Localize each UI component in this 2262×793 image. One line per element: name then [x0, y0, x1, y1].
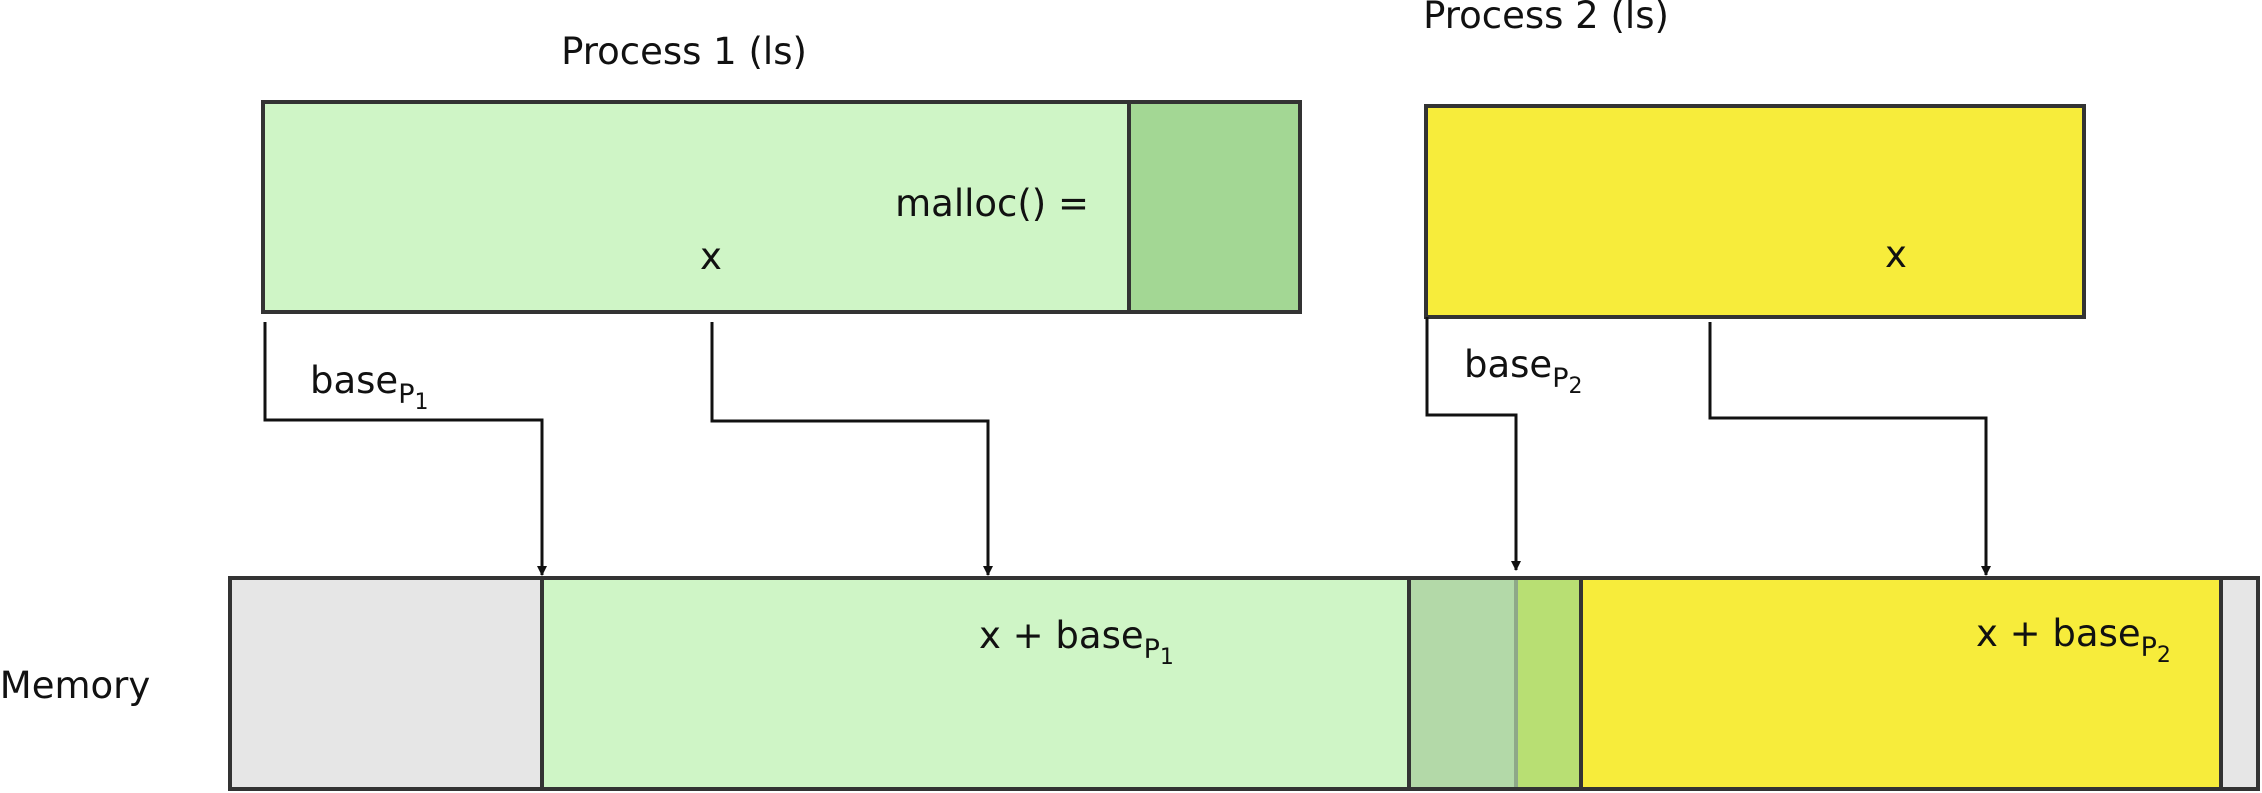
process1-x-arrow [710, 322, 993, 576]
process1-base-label: baseP1 [310, 359, 429, 415]
memory-shared-bright-region [1514, 576, 1583, 791]
memory-p1-address-sub-num: 1 [1160, 645, 1174, 670]
process1-base-arrow [263, 322, 547, 576]
memory-shared-pale-region [1407, 576, 1518, 791]
process2-base-text: base [1464, 343, 1552, 386]
memory-process2-region [1579, 576, 2223, 791]
process2-base-arrow [1425, 317, 1521, 571]
process1-var-x: x [700, 235, 722, 278]
process2-title: Process 2 (ls) [1423, 0, 1669, 37]
process2-space [1424, 104, 2086, 319]
memory-p1-address-sub: P [1144, 634, 1160, 665]
process1-base-sub: P [398, 379, 414, 410]
memory-p2-address-label: x + baseP2 [1976, 612, 2171, 668]
process2-x-arrow [1708, 322, 1991, 576]
process1-base-text: base [310, 359, 398, 402]
memory-p2-address-prefix: x + base [1976, 612, 2141, 655]
memory-free-right [2219, 576, 2260, 791]
process1-title: Process 1 (ls) [561, 30, 807, 73]
memory-free-left [228, 576, 544, 791]
process2-base-sub: P [1552, 363, 1568, 394]
memory-p1-address-prefix: x + base [979, 614, 1144, 657]
process1-heap-block [1127, 100, 1302, 314]
process1-malloc-label: malloc() = [895, 182, 1089, 225]
process2-base-sub-num: 2 [1569, 374, 1583, 399]
process1-base-sub-num: 1 [415, 390, 429, 415]
memory-p2-address-sub: P [2141, 632, 2157, 663]
memory-p2-address-sub-num: 2 [2157, 643, 2171, 668]
memory-p1-address-label: x + baseP1 [979, 614, 1174, 670]
process2-base-label: baseP2 [1464, 343, 1583, 399]
memory-process1-region [540, 576, 1411, 791]
process1-space [261, 100, 1131, 314]
process2-var-x: x [1885, 233, 1907, 276]
memory-label: Memory [0, 664, 150, 707]
